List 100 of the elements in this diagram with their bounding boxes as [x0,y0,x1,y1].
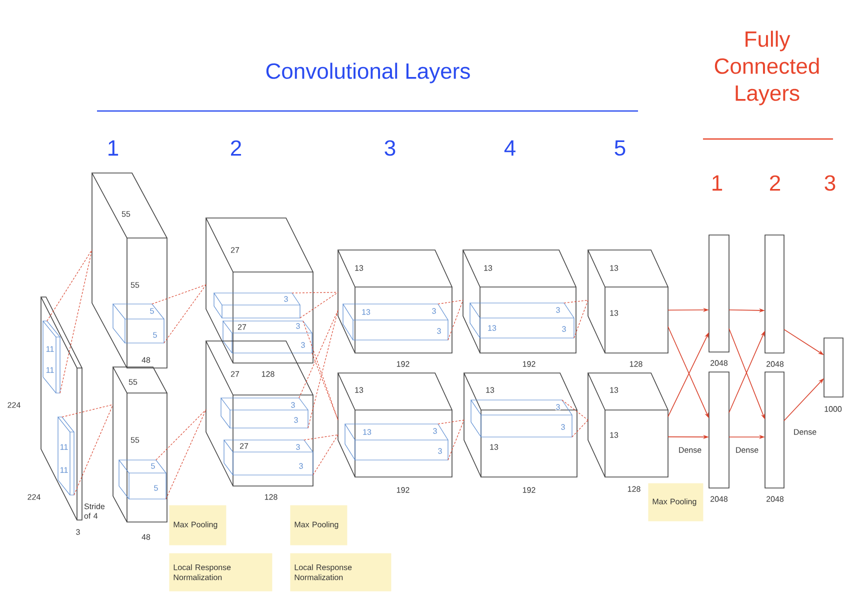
kernel-box [344,424,448,460]
dimension-label: 27 [230,246,240,254]
kernel-box [470,400,572,438]
dimension-label: 3 [431,308,437,314]
feature-map-block [91,172,168,368]
dashed-connector [564,300,588,338]
dashed-connector [156,409,206,500]
dimension-label: 27 [239,442,249,450]
dimension-label: 3 [283,296,289,302]
layer-number: 1 [108,140,118,156]
dimension-label: 224 [27,494,41,500]
dimension-label: 55 [128,378,138,386]
dimension-label: 11 [46,366,54,374]
note-box: Max Pooling [290,505,348,546]
kernel-box [469,302,574,338]
layer-number: 1 [712,175,722,191]
dimension-label: 11 [60,444,68,450]
dimension-label: 192 [522,360,536,368]
dimension-label: 3 [293,416,299,424]
dashed-connector [438,420,464,460]
dimension-label: 55 [121,210,131,218]
dimension-label: 55 [130,282,140,288]
dimension-label: 2048 [766,360,784,368]
layer-number: 3 [824,175,836,191]
dimension-label: 11 [60,466,68,474]
dimension-label: 192 [396,486,410,494]
kernel-box [57,416,74,496]
dimension-label: 3 [436,328,442,334]
feature-map-block [463,372,578,478]
dense-layer-bar [764,234,784,354]
dimension-label: 5 [150,462,156,470]
dimension-label: 13 [483,264,493,272]
feature-map-block [112,366,168,522]
dimension-label: 3 [295,444,301,450]
dimension-label: 5 [152,332,158,338]
layer-number: 5 [614,140,626,156]
feature-map-block [337,250,452,354]
layer-number: 2 [231,140,242,156]
layer-label: Dense [678,447,702,453]
dimension-label: 3 [300,342,306,348]
dimension-label: 3 [560,424,566,430]
dimension-label: 128 [261,370,275,378]
dashed-connector [304,434,338,476]
dimension-label: 48 [141,534,151,540]
kernel-box [112,304,164,344]
kernel-box [118,460,166,500]
dashed-connector [302,320,338,420]
dimension-label: 2048 [766,496,784,502]
note-box: Local Response Normalization [169,553,272,592]
dimension-label: 192 [396,360,410,368]
dimension-label: 48 [141,356,151,364]
feature-map-block [337,372,452,478]
dimension-label: 13 [362,428,372,436]
layer-number: 3 [384,140,396,156]
dimension-label: 192 [522,486,536,494]
dimension-label: 3 [290,402,296,408]
dimension-label: 3 [298,462,304,470]
dimension-label: 128 [264,494,278,500]
kernel-box [223,440,314,476]
dimension-label: 13 [354,386,364,394]
dashed-connector [62,404,114,496]
dashed-connector [46,249,92,394]
dimension-label: 5 [149,308,155,314]
dimension-label: 13 [487,324,497,332]
kernel-box [213,292,300,318]
dimension-label: 13 [485,386,495,394]
dimension-label: 13 [609,264,619,272]
dimension-label: 3 [561,326,567,332]
dimension-label: 13 [609,432,619,438]
dense-layer-bar [708,372,730,488]
dimension-label: 27 [230,370,240,378]
section-heading: Convolutional Layers [266,62,470,84]
kernel-box [222,320,312,354]
note-box: Local Response Normalization [290,553,392,592]
note-box: Max Pooling [648,483,704,522]
dashed-connector [438,300,464,340]
dimension-label: 13 [361,308,371,316]
dimension-label: 3 [75,528,81,536]
layer-number: 2 [770,175,780,191]
dimension-label: 128 [629,360,643,368]
dimension-label: 27 [237,324,247,330]
dimension-label: 1000 [824,406,842,412]
feature-map-block [587,372,668,478]
dimension-label: 13 [609,386,619,394]
section-heading: Fully Connected Layers [714,30,819,106]
kernel-box [342,304,448,340]
dimension-label: 13 [609,310,619,316]
dimension-label: 224 [7,402,21,408]
kernel-box [220,398,308,428]
layer-label: Dense [793,429,817,435]
input-image-slab [40,296,82,520]
note-box: Max Pooling [169,505,226,546]
dimension-label: 3 [432,428,438,434]
kernel-box [42,320,60,394]
dimension-label: 128 [627,486,641,492]
dimension-label: 5 [153,484,159,492]
dashed-connector [562,400,588,438]
dimension-label: 3 [555,404,561,410]
stride-label: Stride of 4 [84,503,105,519]
feature-map-block [462,250,576,354]
